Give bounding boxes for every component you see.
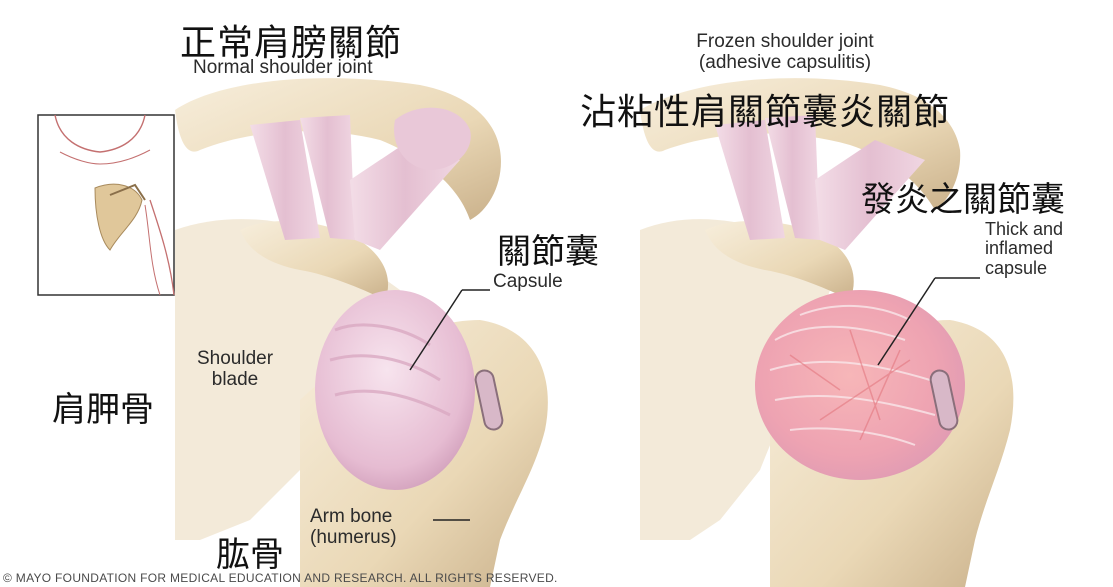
frozen-title-zh: 沾粘性肩關節囊炎關節 [580, 83, 950, 135]
frozen-title-line2: (adhesive capsulitis) [655, 53, 915, 74]
shoulder-blade-line2: blade [190, 370, 280, 391]
frozen-title-en: Frozen shoulder joint (adhesive capsulit… [655, 32, 915, 73]
inflamed-capsule-label-zh: 發炎之關節囊 [861, 172, 1065, 221]
arm-bone-line2: (humerus) [310, 528, 397, 549]
shoulder-blade-label-zh: 肩胛骨 [52, 382, 154, 431]
capsule-label-en: Capsule [493, 272, 563, 293]
shoulder-blade-line1: Shoulder [190, 349, 280, 370]
inset-body-diagram [38, 115, 174, 295]
frozen-title-line1: Frozen shoulder joint [655, 32, 915, 53]
shoulder-blade-label-en: Shoulder blade [190, 349, 280, 390]
normal-title-en: Normal shoulder joint [193, 58, 373, 79]
capsule-label-zh: 關節囊 [497, 224, 599, 273]
inflamed-capsule-label-en: Thick and inflamed capsule [985, 220, 1063, 278]
inflamed-line2: inflamed [985, 239, 1063, 258]
arm-bone-label-en: Arm bone (humerus) [310, 507, 397, 548]
copyright-notice: © MAYO FOUNDATION FOR MEDICAL EDUCATION … [3, 571, 558, 585]
inflamed-line3: capsule [985, 259, 1063, 278]
inflamed-line1: Thick and [985, 220, 1063, 239]
frozen-joint-illustration [640, 78, 1013, 587]
arm-bone-label-zh: 肱骨 [216, 527, 284, 576]
arm-bone-line1: Arm bone [310, 507, 397, 528]
